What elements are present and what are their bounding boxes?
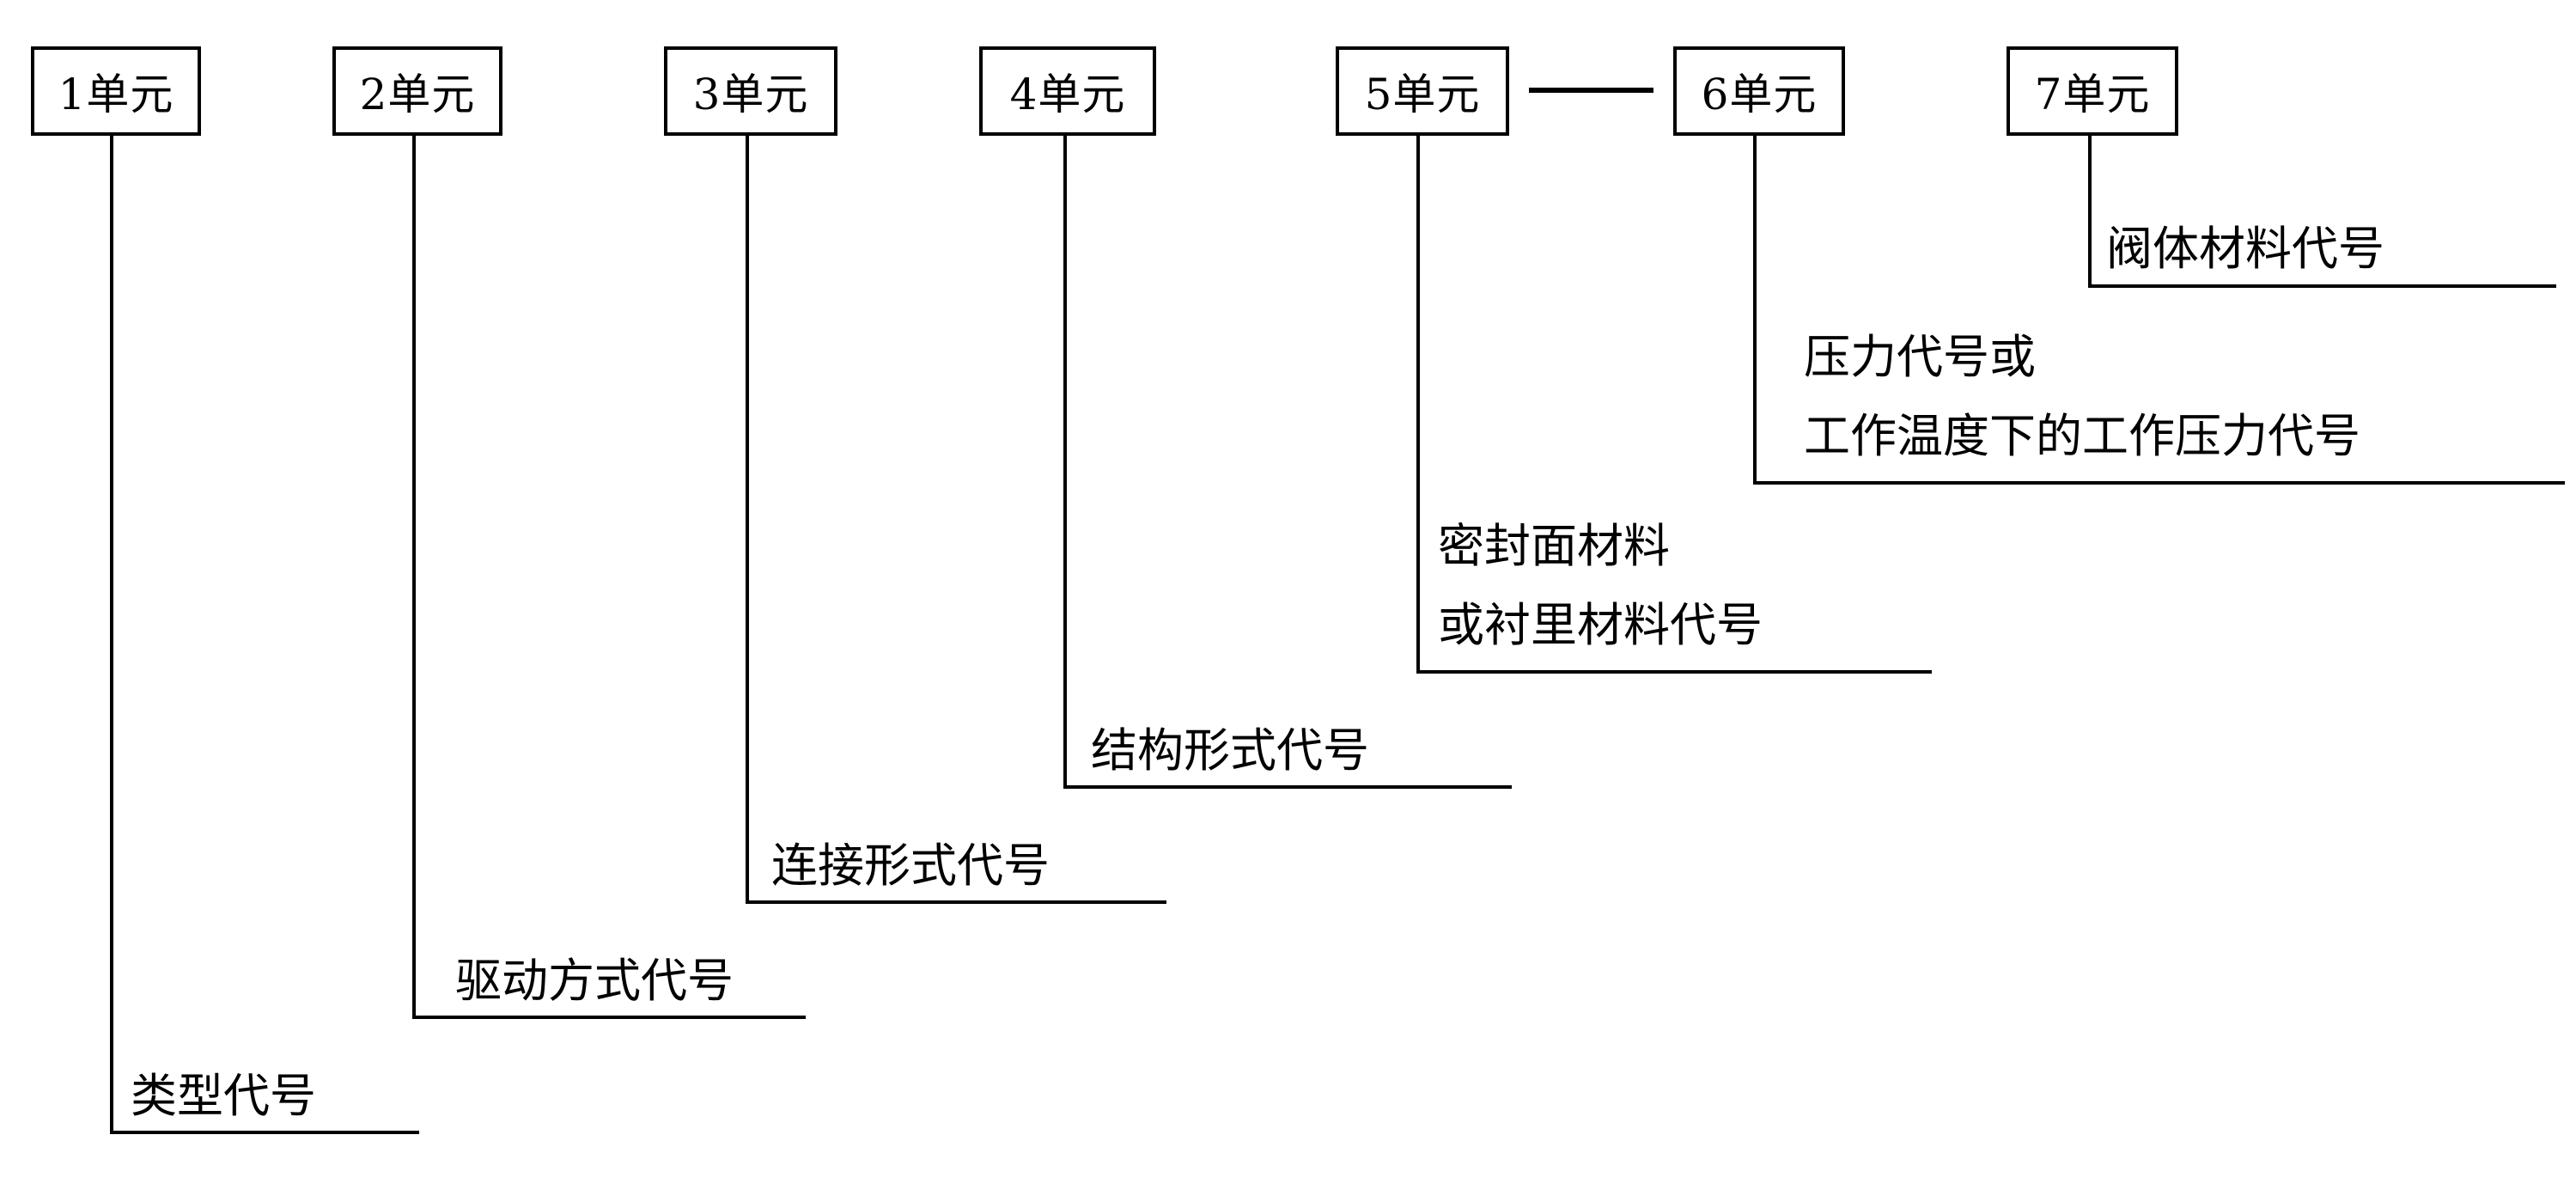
unit-box-2-label: 2单元 [359, 70, 476, 119]
unit-2-caption: 驱动方式代号 [455, 954, 734, 1008]
unit-5-caption-line1: 密封面材料 [1438, 519, 1670, 573]
unit-box-2: 2单元 [332, 46, 502, 136]
unit-3-underline [746, 900, 1166, 904]
unit-6-drop-line [1753, 132, 1757, 485]
unit-5-underline [1416, 670, 1932, 674]
unit-3-drop-line [746, 132, 749, 904]
unit-6-caption-line1: 压力代号或 [1804, 330, 2036, 384]
unit-box-4-label: 4单元 [1009, 70, 1126, 119]
unit-1-underline [110, 1131, 419, 1134]
unit-box-1: 1单元 [31, 46, 201, 136]
unit-2-underline [412, 1016, 806, 1019]
unit-2-drop-line [412, 132, 416, 1019]
unit-box-3: 3单元 [664, 46, 837, 136]
unit-6-caption: 压力代号或 工作温度下的工作压力代号 [1804, 318, 2360, 476]
unit-4-underline [1063, 785, 1512, 789]
unit-7-caption: 阀体材料代号 [2106, 222, 2384, 276]
unit5-unit6-dash-connector [1529, 88, 1653, 93]
unit-box-7: 7单元 [2007, 46, 2178, 136]
unit-4-caption: 结构形式代号 [1091, 723, 1369, 778]
unit-5-drop-line [1416, 132, 1420, 674]
unit-box-1-label: 1单元 [58, 70, 174, 119]
unit-3-caption: 连接形式代号 [771, 839, 1050, 893]
unit-box-4: 4单元 [979, 46, 1156, 136]
unit-box-6-label: 6单元 [1701, 70, 1818, 119]
unit-7-drop-line [2088, 132, 2092, 284]
unit-1-drop-line [110, 132, 113, 1134]
unit-1-caption: 类型代号 [131, 1069, 316, 1123]
unit-box-6: 6单元 [1673, 46, 1845, 136]
unit-box-5-label: 5单元 [1364, 70, 1481, 119]
unit-box-5: 5单元 [1336, 46, 1509, 136]
unit-5-caption-line2: 或衬里材料代号 [1438, 597, 1763, 652]
unit-6-caption-line2: 工作温度下的工作压力代号 [1804, 408, 2360, 463]
unit-7-underline [2088, 284, 2556, 288]
unit-5-caption: 密封面材料 或衬里材料代号 [1438, 507, 1763, 665]
unit-4-drop-line [1063, 132, 1067, 789]
unit-box-3-label: 3单元 [692, 70, 809, 119]
unit-6-underline [1753, 481, 2565, 485]
unit-box-7-label: 7单元 [2034, 70, 2151, 119]
